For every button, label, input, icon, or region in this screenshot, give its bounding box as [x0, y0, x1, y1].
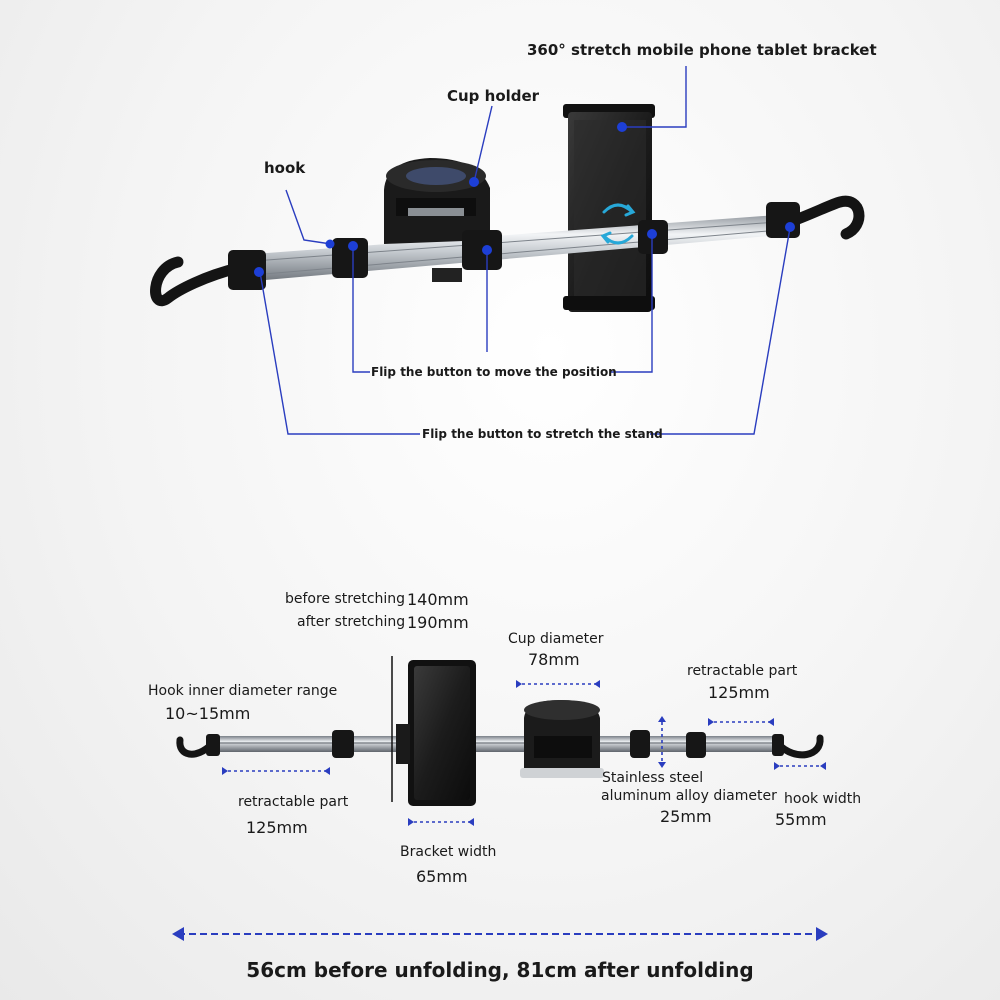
hook-inner-label: Hook inner diameter range	[148, 683, 338, 699]
bottom-right-hook	[774, 734, 824, 759]
after-stretching-label: after stretching	[297, 614, 406, 630]
total-length-dimension	[172, 927, 828, 941]
bracket-width-value: 65mm	[416, 867, 468, 886]
before-stretching-label: before stretching	[285, 591, 406, 607]
bottom-cup-holder	[520, 700, 604, 778]
bottom-assembly	[172, 656, 828, 941]
cup-holder-label: Cup holder	[447, 87, 540, 105]
hook-width-value: 55mm	[775, 810, 827, 829]
left-hook	[150, 250, 266, 307]
hook-label: hook	[264, 159, 306, 177]
hook-inner-value: 10~15mm	[165, 704, 251, 723]
after-stretching-value: 190mm	[407, 613, 469, 632]
before-stretching-value: 140mm	[407, 590, 469, 609]
annotation-dots	[254, 122, 795, 277]
retractable-left-label: retractable part	[238, 794, 349, 810]
bottom-tablet-bracket	[396, 660, 476, 806]
rotate-arrows-icon	[600, 203, 636, 245]
tube-diameter-label-2: aluminum alloy diameter	[601, 788, 777, 804]
dimension-endpoints	[222, 680, 826, 826]
dimension-dashes	[222, 683, 826, 823]
cup-diameter-label: Cup diameter	[508, 631, 604, 647]
flip-move-label: Flip the button to move the position	[371, 365, 617, 379]
retractable-right-label: retractable part	[687, 663, 798, 679]
retractable-left-value: 125mm	[246, 818, 308, 837]
annotation-lines	[259, 66, 791, 435]
tube-diameter-value: 25mm	[660, 807, 712, 826]
top-assembly	[150, 66, 865, 435]
flip-stretch-label: Flip the button to stretch the stand	[422, 427, 663, 441]
tube-diameter-label-1: Stainless steel	[602, 770, 704, 786]
hook-width-label: hook width	[784, 791, 862, 807]
cup-holder	[384, 158, 490, 282]
clamp-1	[332, 238, 368, 278]
retractable-right-value: 125mm	[708, 683, 770, 702]
tablet-bracket	[563, 104, 655, 312]
tablet-bracket-label: 360° stretch mobile phone tablet bracket	[527, 41, 877, 59]
telescopic-bar	[239, 214, 792, 282]
total-length-caption: 56cm before unfolding, 81cm after unfold…	[246, 958, 754, 982]
right-hook	[766, 195, 865, 240]
bracket-width-label: Bracket width	[400, 844, 497, 860]
cup-diameter-value: 78mm	[528, 650, 580, 669]
